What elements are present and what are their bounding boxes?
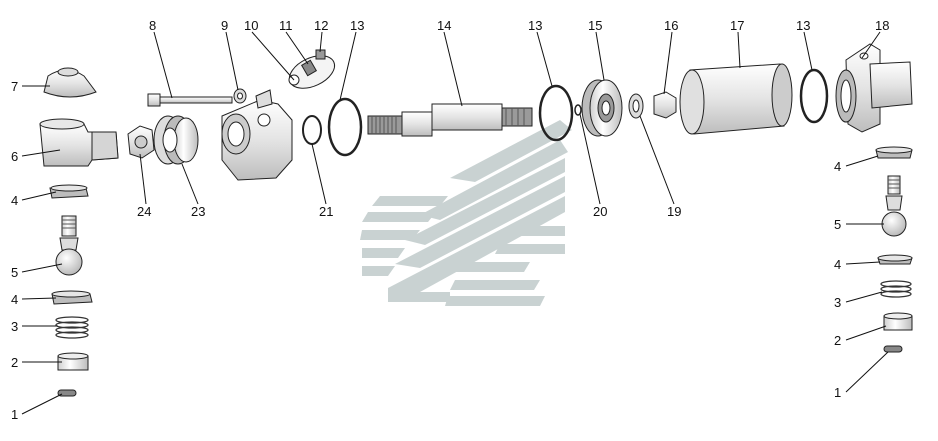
- callout-21: 21: [319, 204, 333, 219]
- part-9-washer: [233, 88, 247, 104]
- part-21-o-ring: [302, 115, 322, 145]
- part-valve-body: [221, 89, 293, 181]
- callout-13-b: 13: [528, 18, 542, 33]
- callout-20: 20: [593, 204, 607, 219]
- part-3-spring-left: [55, 316, 89, 339]
- callout-17: 17: [730, 18, 744, 33]
- callout-19: 19: [667, 204, 681, 219]
- part-4-ring-left: [49, 184, 89, 199]
- callout-23: 23: [191, 204, 205, 219]
- callout-5-right: 5: [834, 217, 841, 232]
- part-3-spring-right: [880, 280, 912, 298]
- part-5-ball-pin-right: [881, 175, 907, 237]
- leader-lines: [21, 31, 889, 415]
- part-17-cylinder: [679, 63, 793, 135]
- callout-4-right-lower: 4: [834, 257, 841, 272]
- callout-4-right-upper: 4: [834, 159, 841, 174]
- callout-2-left: 2: [11, 355, 18, 370]
- part-6-ball-socket-housing: [39, 118, 119, 167]
- part-2-plug-left: [57, 352, 89, 371]
- part-5-ball-pin-left: [55, 215, 83, 276]
- callout-4-left-lower: 4: [11, 292, 18, 307]
- callout-15: 15: [588, 18, 602, 33]
- part-4-ring-right-upper: [875, 146, 913, 159]
- part-13-seal-ring-2: [538, 84, 574, 142]
- part-1-cotter-pin-right: [883, 345, 903, 353]
- part-8-bolt: [147, 93, 233, 107]
- callout-8: 8: [149, 18, 156, 33]
- part-24-nut: [127, 125, 155, 159]
- part-20-small-ring: [574, 104, 582, 116]
- part-4-ring-right-lower: [877, 254, 913, 265]
- callout-11: 11: [279, 18, 293, 33]
- callout-1-left: 1: [11, 407, 18, 422]
- part-18-flange-housing: [835, 43, 913, 133]
- callout-2-right: 2: [834, 333, 841, 348]
- manufacturer-logo-watermark: [360, 120, 572, 306]
- callout-13-a: 13: [350, 18, 364, 33]
- callout-6: 6: [11, 149, 18, 164]
- part-19-washer: [628, 93, 644, 119]
- part-23-threaded-ring: [153, 115, 199, 165]
- part-10-11-12-detail: [288, 49, 336, 89]
- callout-18: 18: [875, 18, 889, 33]
- callout-24: 24: [137, 204, 151, 219]
- callout-12: 12: [314, 18, 328, 33]
- callout-13-c: 13: [796, 18, 810, 33]
- part-1-cotter-pin-left: [57, 389, 77, 397]
- callout-10: 10: [244, 18, 258, 33]
- part-16-nut: [653, 91, 677, 119]
- part-13-seal-ring-3: [799, 68, 829, 124]
- callout-1-right: 1: [834, 385, 841, 400]
- part-13-seal-ring-1: [327, 97, 363, 157]
- callout-5-left: 5: [11, 265, 18, 280]
- callout-labels: 7 6 4 5 4 3 2 1 8 9 10 11 12 13 14 13 15…: [11, 18, 889, 422]
- callout-3-right: 3: [834, 295, 841, 310]
- part-15-disc: [581, 79, 623, 137]
- callout-16: 16: [664, 18, 678, 33]
- part-2-plug-right: [883, 312, 913, 331]
- callout-14: 14: [437, 18, 451, 33]
- callout-4-left: 4: [11, 193, 18, 208]
- callout-3-left: 3: [11, 319, 18, 334]
- part-4-ring-left-lower: [51, 290, 93, 305]
- callout-9: 9: [221, 18, 228, 33]
- callout-7: 7: [11, 79, 18, 94]
- part-14-shaft: [367, 103, 533, 137]
- part-7-dust-cap: [43, 67, 97, 98]
